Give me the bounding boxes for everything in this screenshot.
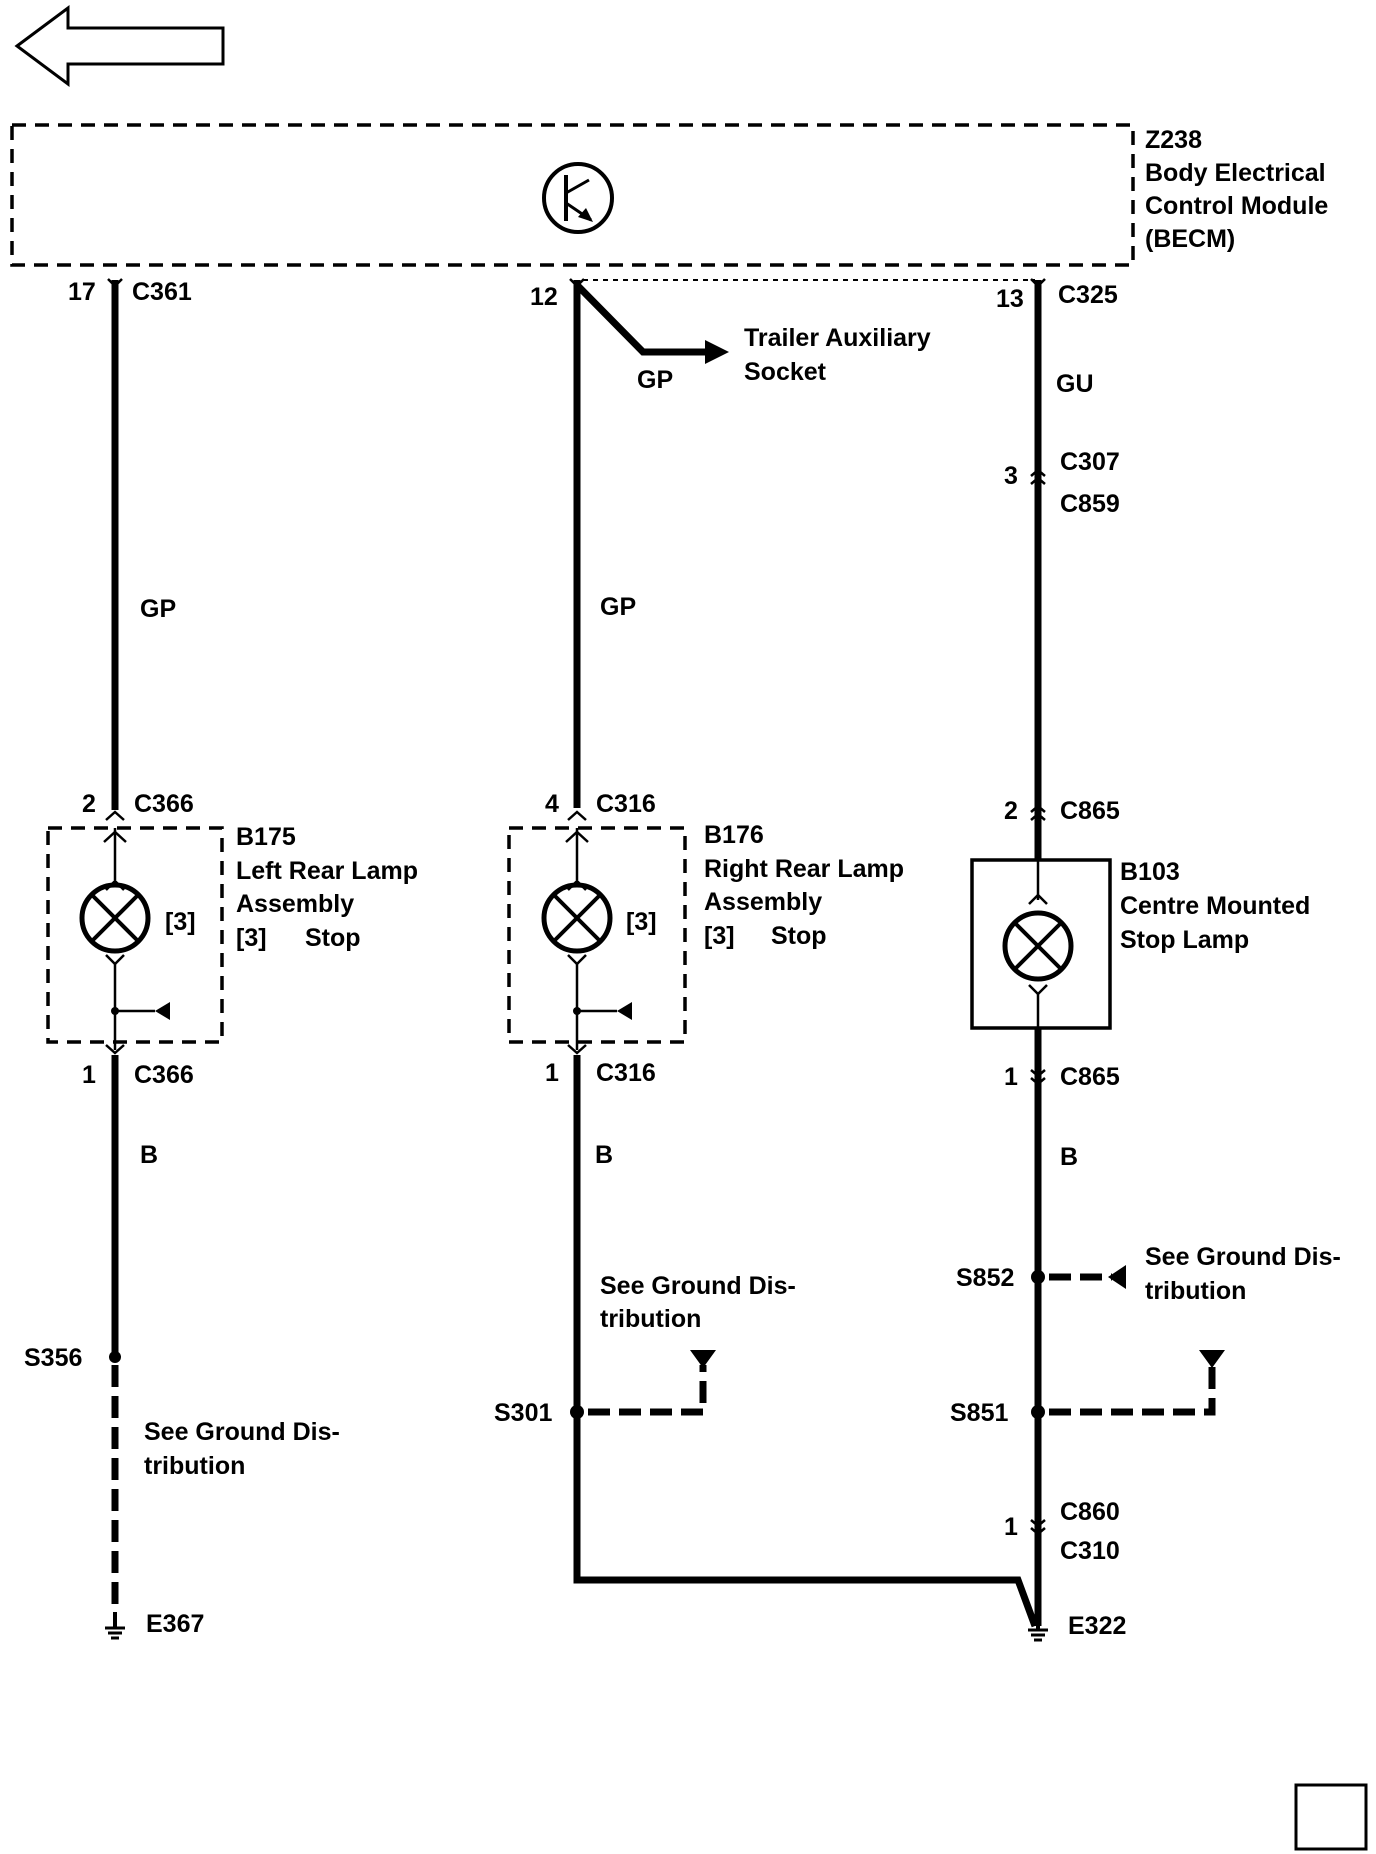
splice-s356-label: S356 [24,1344,82,1372]
b176-lamp-idx: [3] [626,908,657,936]
c865-bot-name: C865 [1060,1063,1120,1091]
module-name-line3: (BECM) [1145,225,1235,253]
trailer-line1: Trailer Auxiliary [744,324,931,352]
wire-left-top-color: GP [140,595,176,623]
wire-mid-top-color: GP [600,593,636,621]
module-z238-box [10,123,1135,267]
left-arrow-icon[interactable] [14,5,225,87]
module-name-line1: Body Electrical [1145,159,1326,187]
ground-e322-icon [1028,1620,1048,1642]
connector-c865-bot-symbol [1030,1069,1046,1086]
connector-c366-top-symbol [105,810,125,821]
ground-ref-right-line2: tribution [1145,1277,1246,1305]
lamp-b176-icon [541,882,613,954]
b176-stop-idx: [3] [704,922,735,950]
lamp-b103-icon [1002,910,1074,982]
ground-ref-mid-line1: See Ground Dis- [600,1272,796,1300]
wire-left-bot-color: B [140,1141,158,1169]
c865-top-name: C865 [1060,797,1120,825]
trailer-line2: Socket [744,358,827,386]
c312-pin: 12 [530,283,558,311]
ground-e367-label: E367 [146,1610,204,1638]
ground-ref-right-line1: See Ground Dis- [1145,1243,1341,1271]
c325-name: C325 [1058,281,1118,309]
connector-c366-bot-symbol [105,1044,125,1055]
component-b175-box [46,826,224,1044]
lamp-b175-icon [79,882,151,954]
b175-stop-idx: [3] [236,924,267,952]
wire-mid-bot [573,1055,1039,1628]
c325-pin: 13 [996,285,1024,313]
c307-name-bottom: C859 [1060,490,1120,518]
trailer-arrow-icon [705,340,729,364]
splice-s852-label: S852 [956,1264,1014,1292]
ground-ref-left-line2: tribution [144,1452,245,1480]
splice-s301-dot [570,1405,584,1419]
c865-bot-pin: 1 [1004,1063,1018,1091]
splice-s301-label: S301 [494,1399,552,1427]
b103-line2: Stop Lamp [1120,926,1249,954]
b176-line1: Right Rear Lamp [704,855,904,883]
ground-ref-left-line1: See Ground Dis- [144,1418,340,1446]
connector-c307-symbol [1030,468,1046,485]
b175-line2: Assembly [236,890,354,918]
c865-top-pin: 2 [1004,797,1018,825]
c366-bot-name: C366 [134,1061,194,1089]
ground-ref-mid-line2: tribution [600,1305,701,1333]
wire-trailer-branch [574,282,705,356]
wire-s301-ground [588,1365,707,1416]
splice-s851-dot [1031,1405,1045,1419]
splice-s852-dot [1031,1270,1045,1284]
c860-name-bottom: C310 [1060,1537,1120,1565]
c366-bot-pin: 1 [82,1061,96,1089]
connector-c860-symbol [1030,1519,1046,1536]
connector-c865-top-symbol [1030,804,1046,821]
ground-e367-icon [105,1612,125,1640]
wire-right-top-color: GU [1056,370,1094,398]
c361-name: C361 [132,278,192,306]
ground-ref-mid-arrow-icon [690,1350,716,1368]
b103-line1: Centre Mounted [1120,892,1310,920]
wire-right-bot-color: B [1060,1143,1078,1171]
splice-s356-dot [109,1351,121,1363]
ground-s851-arrow-icon [1199,1350,1225,1368]
b176-stop-label: Stop [771,922,827,950]
c307-name-top: C307 [1060,448,1120,476]
c361-pin: 17 [68,278,96,306]
b175-lamp-idx: [3] [165,908,196,936]
c316-bot-pin: 1 [545,1059,559,1087]
b175-id: B175 [236,823,296,851]
c307-pin: 3 [1004,462,1018,490]
c316-top-name: C316 [596,790,656,818]
ground-e322-label: E322 [1068,1612,1126,1640]
c366-top-pin: 2 [82,790,96,818]
b175-line1: Left Rear Lamp [236,857,418,885]
connector-c316-bot-symbol [567,1044,587,1055]
b175-stop-label: Stop [305,924,361,952]
empty-square-icon[interactable] [1294,1783,1368,1851]
wire-mid-bot-color: B [595,1141,613,1169]
c366-top-name: C366 [134,790,194,818]
c316-top-pin: 4 [545,790,559,818]
component-b176-box [507,826,687,1044]
c860-pin: 1 [1004,1513,1018,1541]
ground-ref-right-arrow-icon [1108,1265,1126,1289]
b176-line2: Assembly [704,888,822,916]
connector-c316-top-symbol [567,810,587,821]
wire-trailer-color: GP [637,366,673,394]
b176-id: B176 [704,821,764,849]
splice-s851-label: S851 [950,1399,1008,1427]
c860-name-top: C860 [1060,1498,1120,1526]
module-id: Z238 [1145,126,1202,154]
wire-s851-ground [1049,1365,1216,1416]
module-name-line2: Control Module [1145,192,1328,220]
transistor-icon [542,162,614,234]
b103-id: B103 [1120,858,1180,886]
c316-bot-name: C316 [596,1059,656,1087]
